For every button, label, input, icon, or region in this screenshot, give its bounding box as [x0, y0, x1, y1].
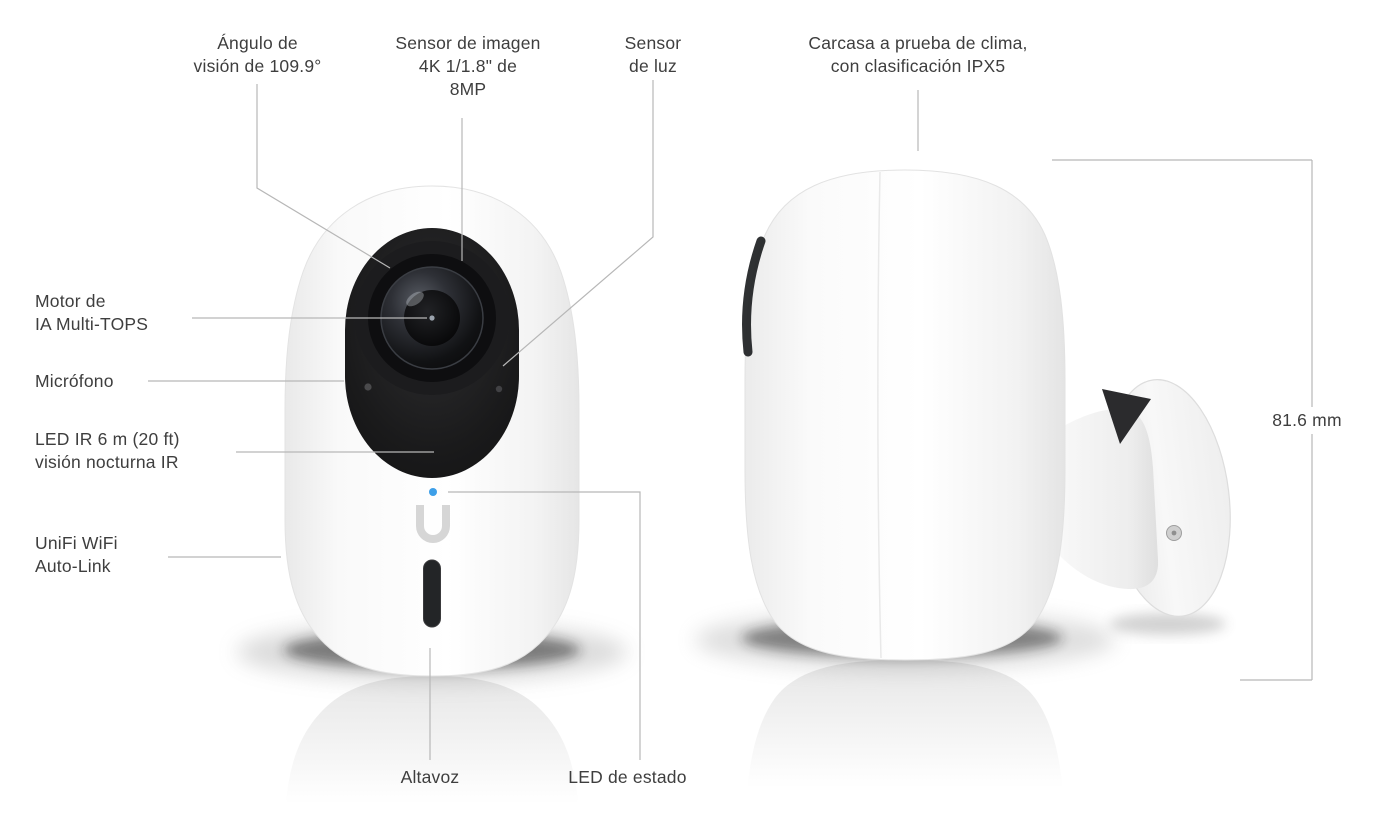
side-camera-seam: [877, 171, 882, 659]
mount-screw-icon: [1166, 525, 1182, 541]
status-led-icon: [429, 488, 437, 496]
side-camera-reflection: [745, 660, 1065, 830]
light-sensor-label: Sensor de luz: [624, 33, 682, 76]
dimension-label: 81.6 mm: [1254, 407, 1360, 434]
ir-led-label: LED IR 6 m (20 ft) visión nocturna IR: [35, 429, 180, 472]
callout-line-light-sensor: [502, 80, 654, 367]
ai-engine-label: Motor de IA Multi-TOPS: [35, 291, 149, 334]
callout-line-angle: [256, 84, 391, 269]
microphone-label: Micrófono: [35, 371, 114, 391]
light-sensor-dot-icon: [495, 385, 503, 393]
mount-shadow: [1110, 613, 1226, 635]
mount-arm: [1060, 409, 1159, 590]
side-camera-illustration: [695, 169, 1231, 830]
ubiquiti-u-logo-icon: [416, 505, 450, 543]
image-sensor-label: Sensor de imagen 4K 1/1.8" de 8MP: [395, 33, 541, 99]
microphone-hole-icon: [364, 383, 372, 391]
front-camera-reflection: [285, 676, 579, 830]
side-lens-edge: [742, 236, 766, 357]
speaker-slot-icon: [423, 559, 441, 628]
callout-line-status-led: [448, 491, 641, 760]
callout-lines: [148, 80, 919, 760]
side-camera-body: [744, 169, 1066, 661]
status-led-label: LED de estado: [568, 767, 687, 787]
front-camera-illustration: [237, 185, 627, 830]
camera-lens-icon: [355, 241, 509, 395]
speaker-label: Altavoz: [400, 767, 460, 787]
housing-label: Carcasa a prueba de clima, con clasifica…: [808, 33, 1028, 76]
angle-label: Ángulo de visión de 109.9°: [193, 33, 322, 76]
mount-wedge-shadow: [1102, 389, 1151, 444]
wifi-label: UniFi WiFi Auto-Link: [35, 533, 118, 576]
